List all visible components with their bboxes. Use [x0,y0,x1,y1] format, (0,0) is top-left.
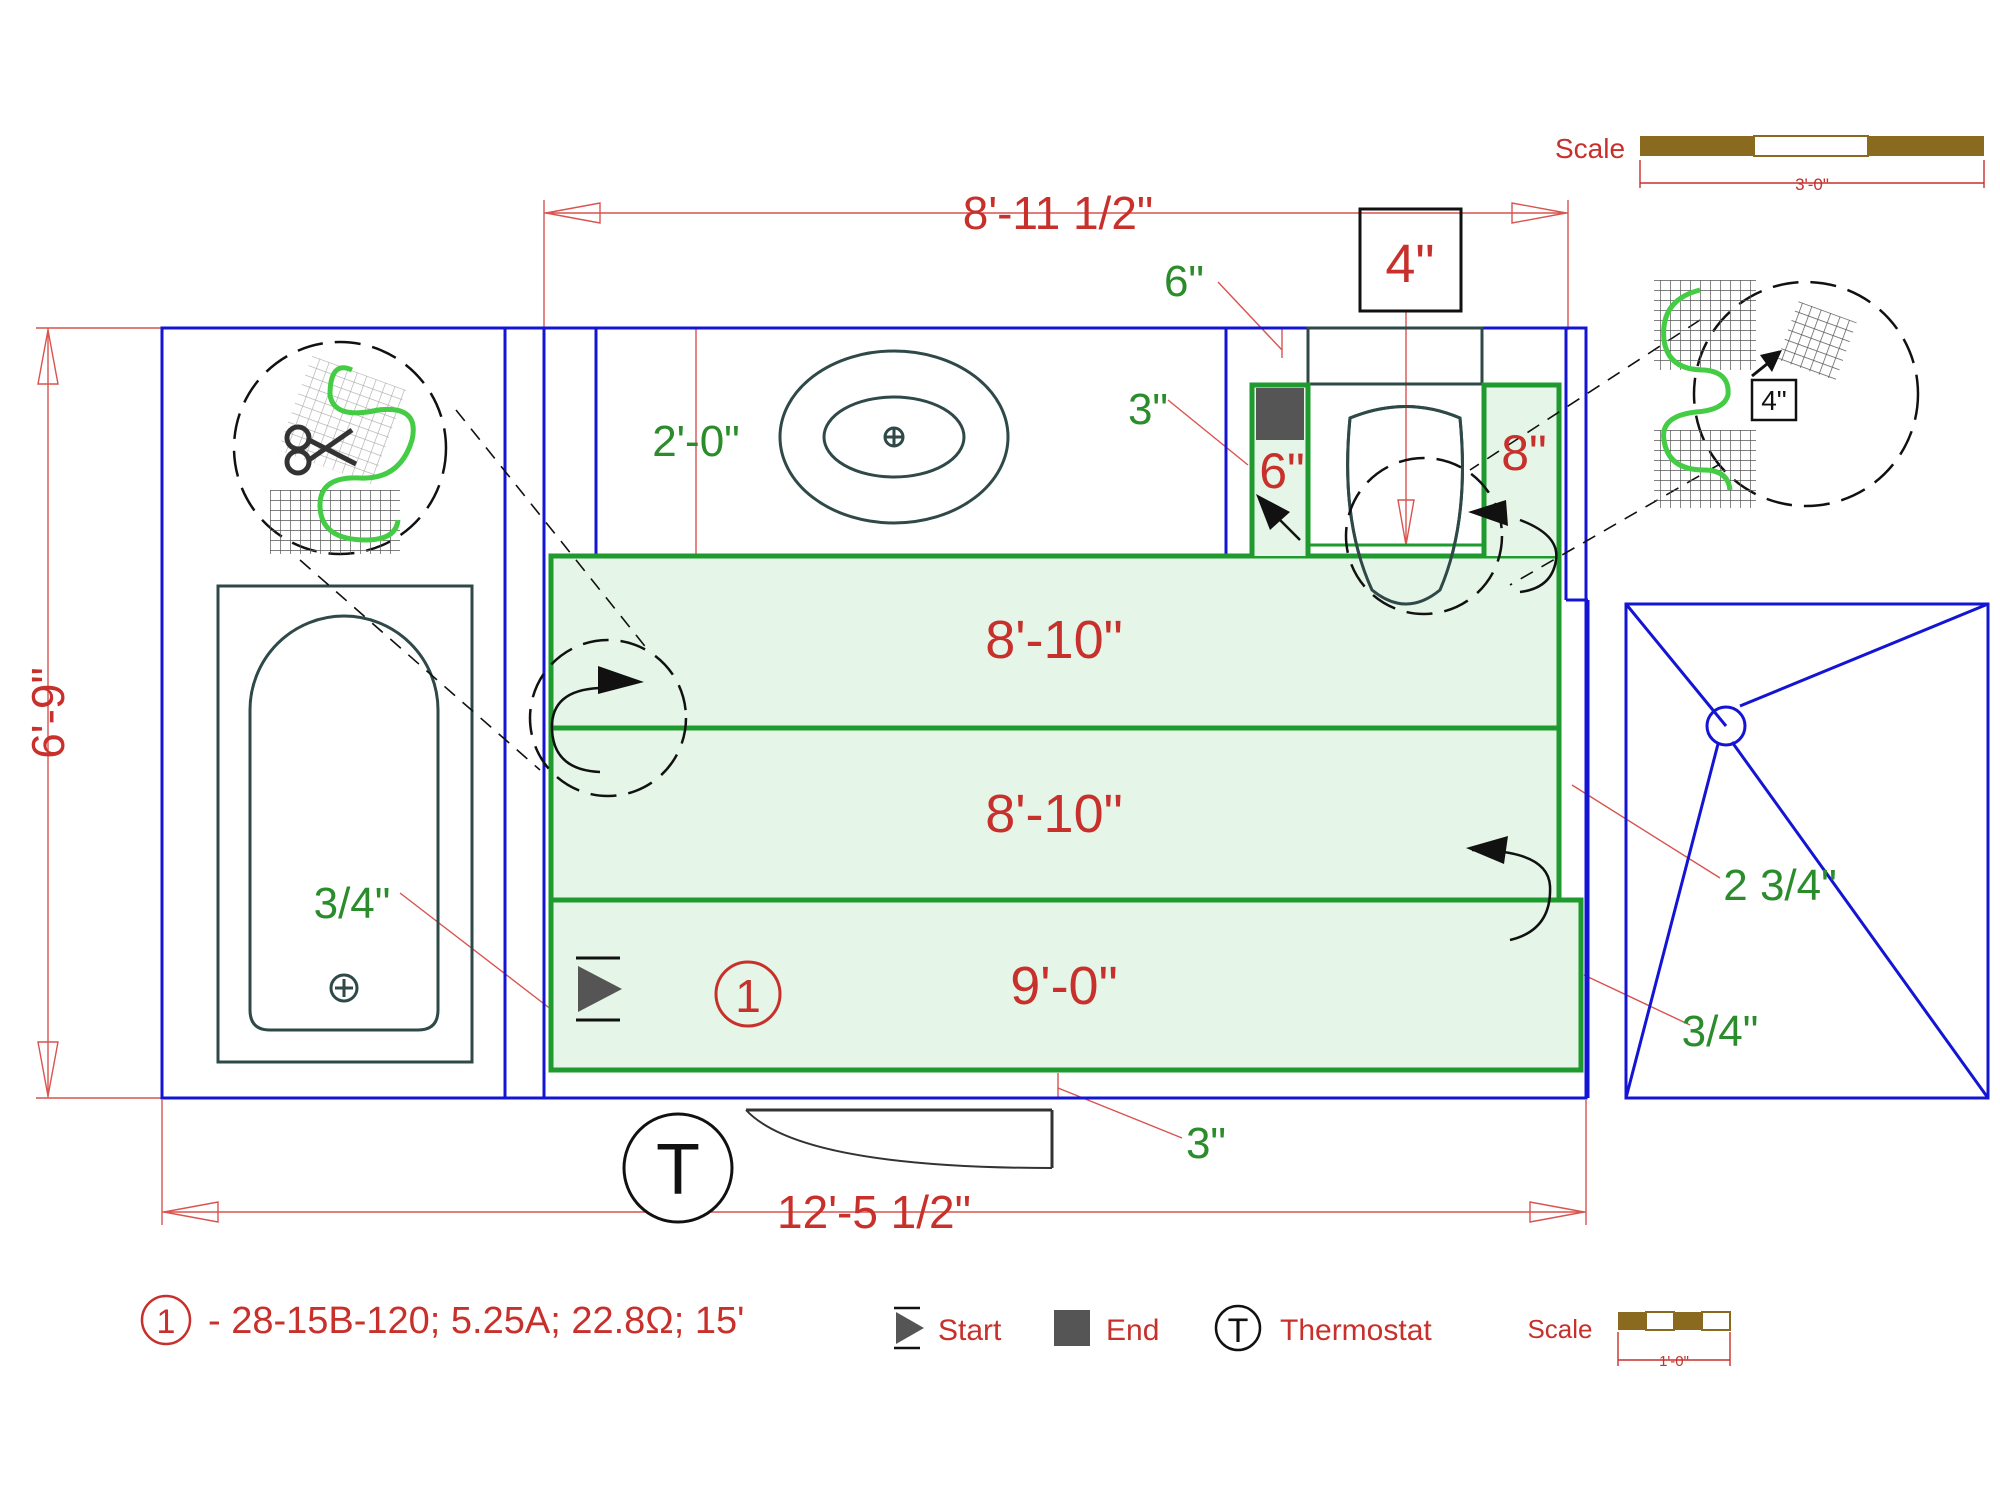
scale-bar-bottom [1617,1311,1731,1366]
legend-end-icon [1054,1310,1090,1346]
dim-toilet-right: 8" [1501,425,1547,481]
tub-drain-icon [329,973,359,1003]
door [745,1108,1054,1169]
scale-top-length: 3'-0" [1795,175,1829,194]
scale-bottom-label: Scale [1527,1314,1592,1344]
dim-overall-bottom: 12'-5 1/2" [777,1186,971,1238]
mat-1-length: 8'-10" [985,610,1123,670]
dim-tub-gap: 3/4" [314,879,391,928]
fixtures [216,207,1484,1064]
shower [1624,602,1990,1100]
labels: 8'-11 1/2" 12'-5 1/2" 6'-9" 2'-0" 4" 6" … [22,133,1837,1370]
walls [160,326,1990,1100]
dimension-lines [36,200,1721,1225]
dim-bottom-gap: 3" [1186,1119,1226,1168]
detail-callouts [232,280,1920,798]
dim-toilet-box: 4" [1385,234,1434,294]
dim-right-gap: 2 3/4" [1723,861,1836,910]
mat-1 [548,553,1562,731]
dim-offset-6: 6" [1164,257,1204,306]
legend-thermostat-label: Thermostat [1280,1314,1432,1347]
detail-label: 4" [1761,385,1787,416]
shower-drain-icon [1705,705,1747,747]
scale-bottom-length: 1'-0" [1659,1353,1689,1370]
heating-mats [548,382,1584,1073]
legend-end-label: End [1106,1314,1159,1347]
circuit-marker [714,960,782,1028]
legend-circuit-marker [140,1294,192,1346]
bathtub-basin [248,614,440,1032]
dim-right-gap-low: 3/4" [1682,1007,1759,1056]
legend-start-label: Start [938,1314,1002,1347]
turn-circle-right [1344,456,1504,616]
sink-drain-icon [883,426,905,448]
legend-thermostat-icon [1214,1304,1262,1352]
scale-bar-top [1639,135,1985,188]
thermostat-symbol [622,1112,734,1224]
mat-2-length: 8'-10" [985,784,1123,844]
legend-start-icon [894,1306,924,1350]
mat-3 [548,897,1584,1073]
dim-vanity-depth: 2'-0" [652,417,740,466]
dim-overall-left: 6'-9" [22,667,74,759]
dim-overall-top: 8'-11 1/2" [963,187,1154,239]
scale-top-label: Scale [1555,133,1625,164]
end-square-icon [1256,388,1304,440]
detail-circle-right [1692,280,1920,508]
legend-circuit-text: - 28-15B-120; 5.25A; 22.8Ω; 15' [208,1300,744,1342]
sink-basin [822,395,966,479]
scissors-icon [284,424,358,476]
toilet-clearance-box [1358,207,1463,313]
legend-thermostat-letter: T [1228,1312,1249,1350]
thermostat-letter: T [656,1130,700,1210]
detail-left-contents [270,355,416,554]
start-triangle-icon [576,956,622,1022]
bathtub [216,584,474,1064]
legend-circuit-number: 1 [157,1303,176,1341]
dim-toilet-left: 6" [1259,443,1305,499]
mat-3-length: 9'-0" [1010,956,1118,1016]
sink [778,349,1010,525]
circuit-number: 1 [735,970,761,1022]
turn-circle-left [528,638,688,798]
dim-offset-3: 3" [1128,385,1168,434]
direction-arrow-icon [550,494,1558,942]
detail-right-contents [1654,280,1857,508]
toilet-tank [1306,326,1484,386]
